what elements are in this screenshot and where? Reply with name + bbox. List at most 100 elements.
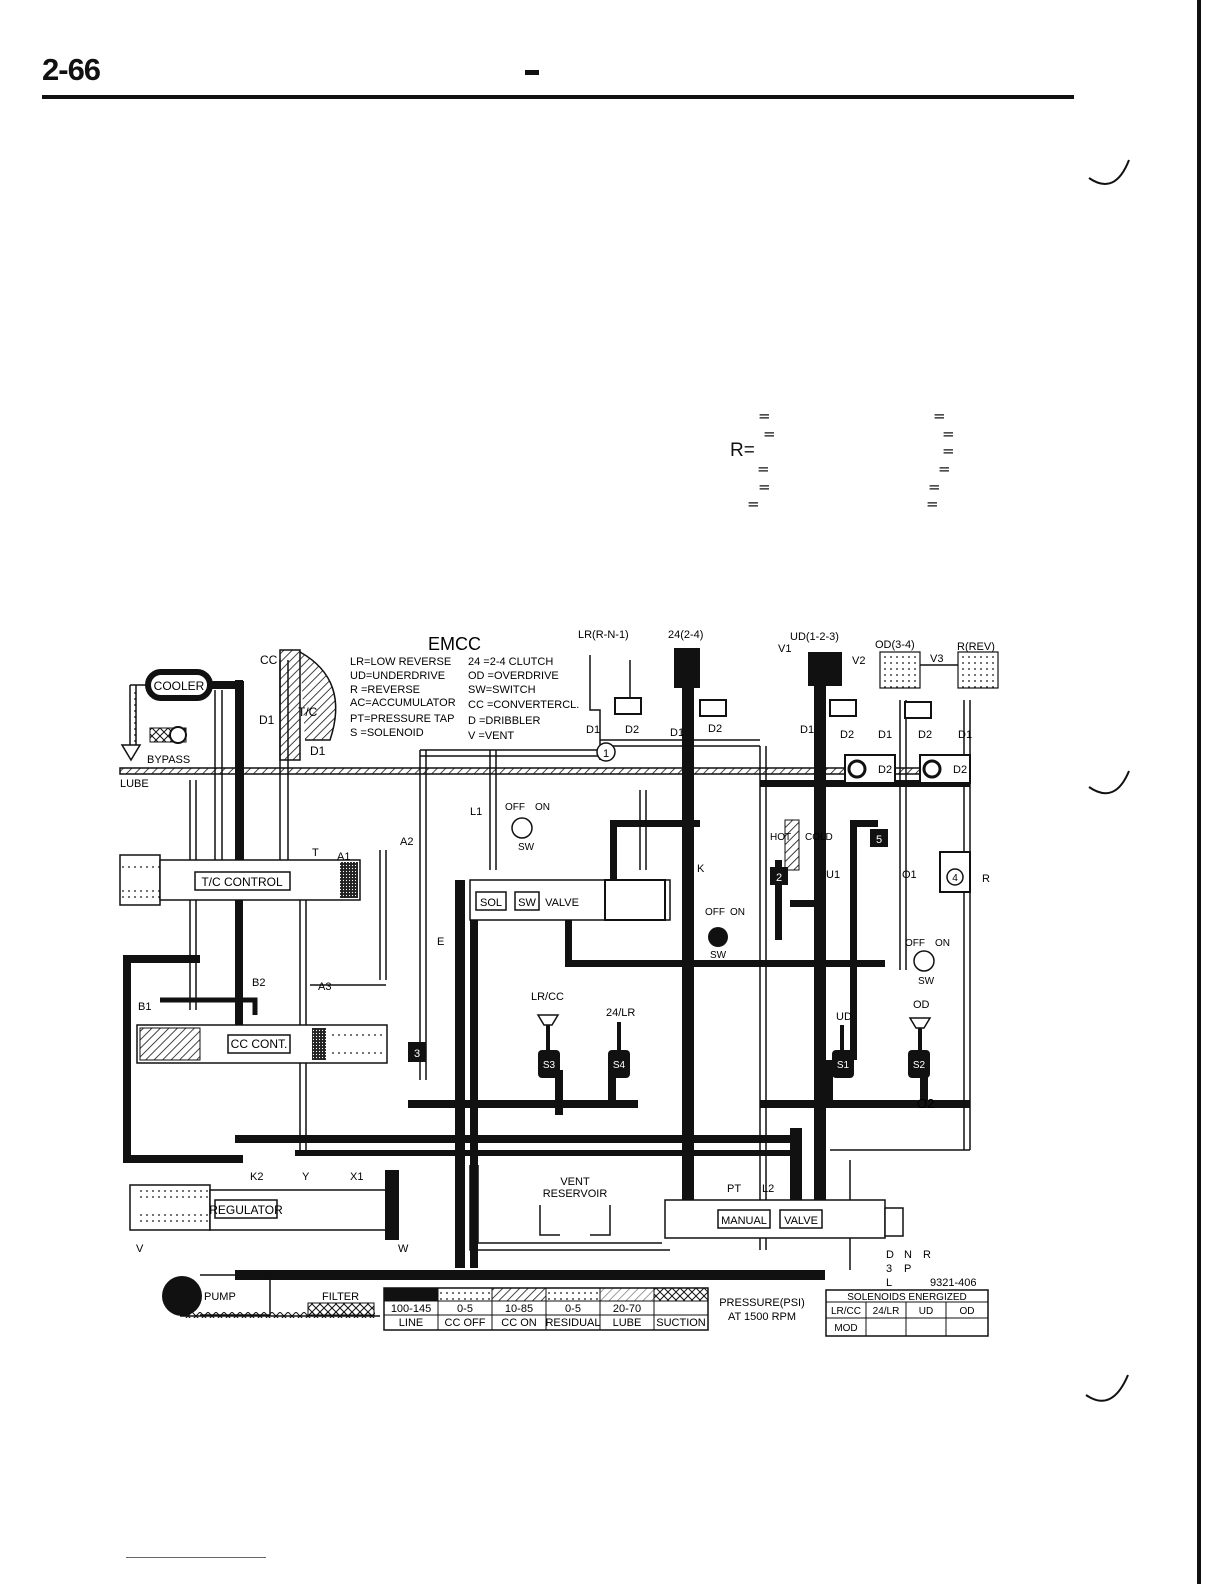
ac-label: D2	[840, 729, 854, 741]
manual-valve-label: VALVE	[784, 1215, 818, 1227]
check-ball-4	[946, 868, 964, 886]
sw-label: SW	[918, 976, 935, 987]
legend-item: PT=PRESSURE TAP	[350, 713, 454, 725]
bypass-arrow	[120, 744, 142, 762]
d2-label: D2	[953, 764, 967, 776]
solenoid-label: 24/LR	[606, 1007, 635, 1019]
figure-code: 9321-406	[930, 1277, 977, 1289]
check-ball-label: 3	[414, 1048, 420, 1060]
legend-subtitle: AT 1500 RPM	[728, 1311, 796, 1323]
check-ball-label: 5	[876, 834, 882, 846]
footer-link-underline	[126, 1557, 266, 1558]
ac-label: D2	[918, 729, 932, 741]
on-label: ON	[935, 938, 950, 949]
equals-mark: =	[938, 460, 951, 478]
clutch-ud	[808, 652, 842, 686]
tc-control-label: T/C CONTROL	[201, 875, 283, 889]
o2-label: O2	[917, 1096, 934, 1111]
off-label: OFF	[505, 802, 525, 813]
shift-pos-label: R	[923, 1249, 931, 1261]
margin-bracket-mark	[1088, 770, 1130, 795]
line-pressure-passages	[123, 668, 970, 1280]
filter-label: FILTER	[322, 1291, 359, 1303]
legend-range: 0-5	[457, 1303, 473, 1315]
r-passage-label: R	[982, 873, 990, 885]
regulator-label: REGULATOR	[209, 1203, 283, 1217]
page-edge-line	[1197, 0, 1201, 1584]
legend-item: 24 =2-4 CLUTCH	[468, 656, 553, 668]
sw-label: SW	[518, 897, 536, 909]
equals-mark: =	[926, 495, 939, 513]
tc-housing	[299, 651, 337, 741]
header-rule	[42, 95, 1074, 99]
o1-label: O1	[902, 869, 917, 881]
solenoid-id: S2	[913, 1060, 926, 1071]
c24-clutch-label: 24(2-4)	[668, 629, 703, 641]
margin-bracket-mark	[1088, 159, 1130, 185]
solenoid-label: OD	[913, 999, 930, 1011]
solenoid-s2: OD S2	[908, 999, 932, 1078]
bypass-label: BYPASS	[147, 754, 190, 766]
cooler-label: COOLER	[154, 679, 205, 693]
solenoid-label: LR/CC	[531, 991, 564, 1003]
legend-item: LR=LOW REVERSE	[350, 656, 451, 668]
tc-label: T/C	[298, 705, 318, 719]
solenoid-table-header: UD	[919, 1306, 933, 1317]
equals-mark: =	[758, 407, 771, 425]
legend-range: 100-145	[391, 1303, 431, 1315]
solenoid-id: S1	[837, 1060, 850, 1071]
x1-label: K2	[250, 1171, 263, 1183]
lube-label: LUBE	[120, 778, 149, 790]
check-ball-label: 2	[776, 872, 782, 884]
lube-channel-hatch	[120, 768, 970, 774]
tc-piston	[279, 649, 301, 761]
v2-label: V2	[852, 655, 865, 667]
margin-bracket-mark	[1085, 1374, 1129, 1402]
pt-label: D1	[310, 744, 326, 758]
cc-cont-label: CC CONT.	[231, 1037, 288, 1051]
y-label: X1	[350, 1171, 363, 1183]
l2-label: L2	[762, 1183, 774, 1195]
pt-label: D1	[878, 729, 892, 741]
b1-label: B1	[138, 1001, 151, 1013]
shift-pos-label: D	[886, 1249, 894, 1261]
ud-clutch-label: UD(1-2-3)	[790, 631, 839, 643]
check-ball-2	[770, 867, 788, 885]
cc-label: CC	[260, 653, 278, 667]
solenoid-label: UD	[836, 1011, 852, 1023]
sol-label: SOL	[480, 897, 502, 909]
solenoid-s3: LR/CC S3	[531, 991, 564, 1078]
equals-mark: =	[942, 442, 955, 460]
equals-mark: =	[747, 495, 760, 513]
shift-pos-label: N	[904, 1249, 912, 1261]
shift-pos-label: L	[886, 1277, 892, 1289]
solenoid-table-header: LR/CC	[831, 1306, 861, 1317]
pt-label: D1	[670, 727, 684, 739]
pressure-legend: 100-145 0-5 10-85 0-5 20-70 LINE CC OFF …	[383, 1287, 805, 1331]
rev-clutch-label: R(REV)	[957, 641, 995, 653]
solenoid-id: S4	[613, 1060, 626, 1071]
solenoid-s4: 24/LR S4	[606, 1007, 635, 1078]
vent-label: VENT	[560, 1176, 590, 1188]
k-label: K	[697, 863, 705, 875]
legend-item: OD =OVERDRIVE	[468, 670, 559, 682]
b2-label: B2	[252, 977, 265, 989]
e-label: E	[437, 936, 444, 948]
vent-label: V	[136, 1243, 144, 1255]
l1-label: L1	[470, 806, 482, 818]
check-ball-label: 4	[952, 873, 958, 884]
ac-label: D2	[708, 723, 722, 735]
shift-positions: D N R 3 P L	[886, 1249, 931, 1289]
lr-clutch-label: LR(R-N-1)	[578, 629, 629, 641]
r-equals-label: R=	[730, 440, 755, 461]
pt-label: D1	[259, 713, 275, 727]
off-label: OFF	[905, 938, 925, 949]
legend-item: AC=ACCUMULATOR	[350, 697, 456, 709]
equals-mark: =	[928, 478, 941, 496]
v1-label: V1	[778, 643, 791, 655]
legend-right: 24 =2-4 CLUTCH OD =OVERDRIVE SW=SWITCH C…	[468, 656, 579, 742]
solenoid-s1: UD S1	[832, 1011, 854, 1078]
legend-item: D =DRIBBLER	[468, 715, 540, 727]
legend-title: PRESSURE(PSI)	[719, 1297, 805, 1309]
